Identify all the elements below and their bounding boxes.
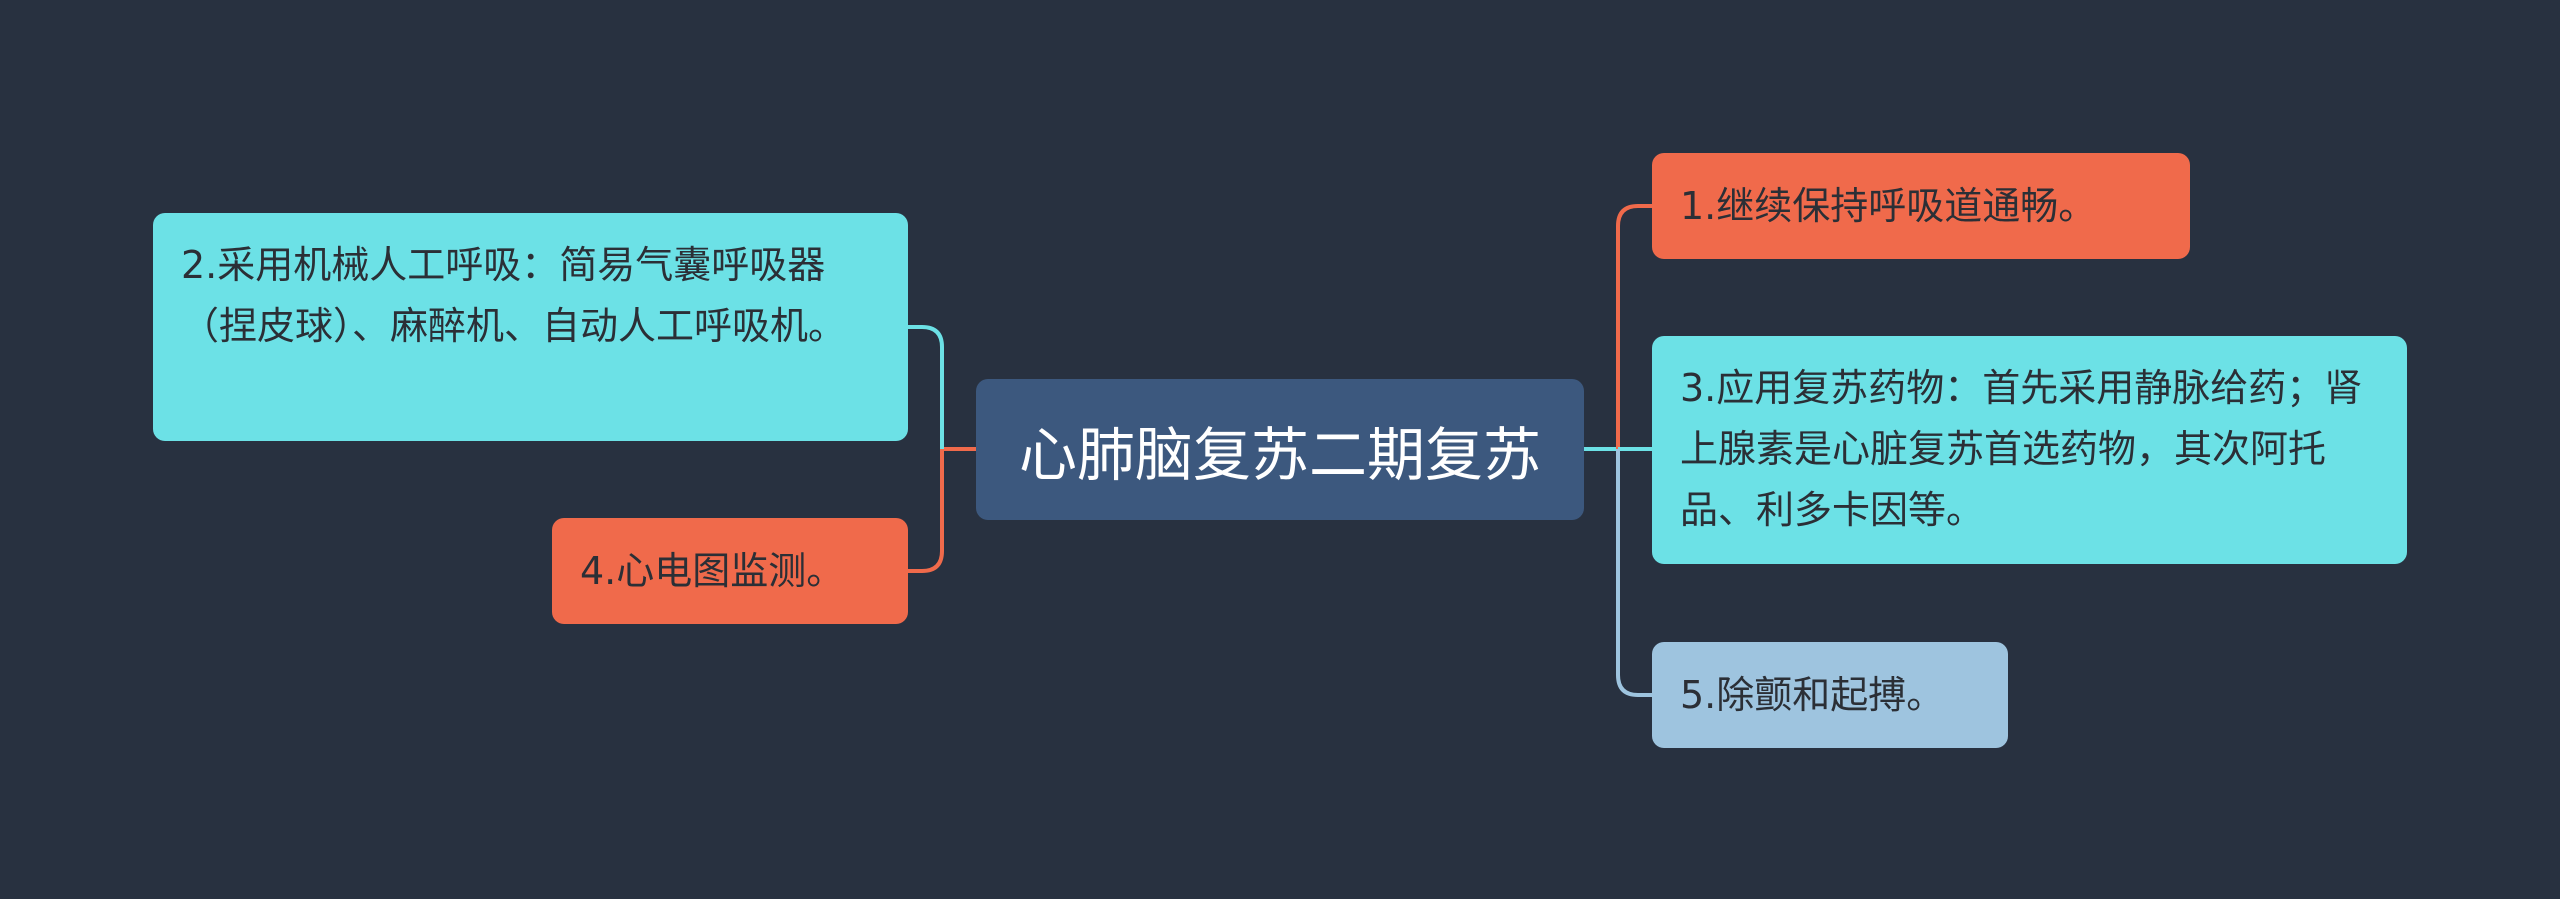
connector-branch-1 (1616, 204, 1652, 449)
branch-node-2[interactable]: 2.采用机械人工呼吸：简易气囊呼吸器（捏皮球）、麻醉机、自动人工呼吸机。 (153, 213, 908, 441)
branch-node-5[interactable]: 5.除颤和起搏。 (1652, 642, 2008, 748)
connector-branch-2 (908, 325, 944, 449)
branch-node-4-text: 4.心电图监测。 (580, 548, 845, 593)
branch-node-2-text: 2.采用机械人工呼吸：简易气囊呼吸器（捏皮球）、麻醉机、自动人工呼吸机。 (181, 243, 847, 348)
branch-node-3[interactable]: 3.应用复苏药物：首先采用静脉给药；肾上腺素是心脏复苏首选药物，其次阿托品、利多… (1652, 336, 2407, 564)
branch-node-3-text: 3.应用复苏药物：首先采用静脉给药；肾上腺素是心脏复苏首选药物，其次阿托品、利多… (1680, 366, 2363, 532)
branch-node-1[interactable]: 1.继续保持呼吸道通畅。 (1652, 153, 2190, 259)
connector-branch-5 (1616, 449, 1652, 697)
branch-node-5-text: 5.除颤和起搏。 (1680, 672, 1945, 717)
branch-node-4[interactable]: 4.心电图监测。 (552, 518, 908, 624)
branch-node-1-text: 1.继续保持呼吸道通畅。 (1680, 183, 2097, 228)
connector-branch-4 (908, 449, 944, 573)
root-topic[interactable]: 心肺脑复苏二期复苏 (976, 379, 1584, 520)
